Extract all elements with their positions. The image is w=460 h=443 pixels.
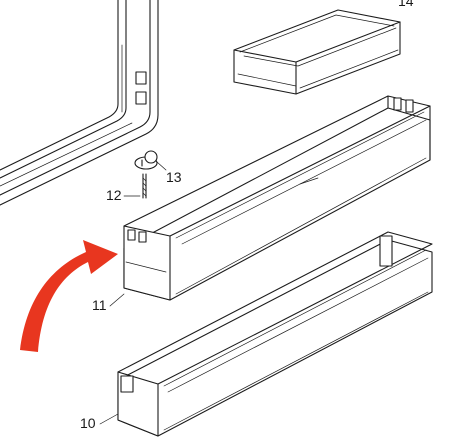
callout-label-11: 11 (92, 297, 107, 313)
door-shelf-lower (99, 231, 433, 437)
lower-shelf-clip-far (379, 235, 393, 267)
shelf-clip-far-right (405, 99, 414, 113)
shelf-clip-far-left (393, 97, 402, 111)
shelf-clip-right (138, 231, 147, 243)
door-frame (0, 0, 159, 206)
callout-label-13: 13 (166, 169, 182, 185)
callout-label-12: 12 (106, 187, 122, 203)
red-curved-arrow (20, 240, 118, 352)
butter-compartment (233, 9, 401, 95)
screw (123, 173, 147, 199)
frame-slot-lower (135, 91, 147, 105)
lower-shelf-clip-near (120, 375, 134, 393)
frame-slot-upper (135, 71, 147, 85)
shelf-clip-left (127, 229, 136, 241)
callout-label-14: 14 (398, 0, 414, 9)
hinge-pin (134, 150, 167, 171)
door-shelf-upper (109, 95, 431, 307)
callout-label-10: 10 (80, 415, 96, 431)
